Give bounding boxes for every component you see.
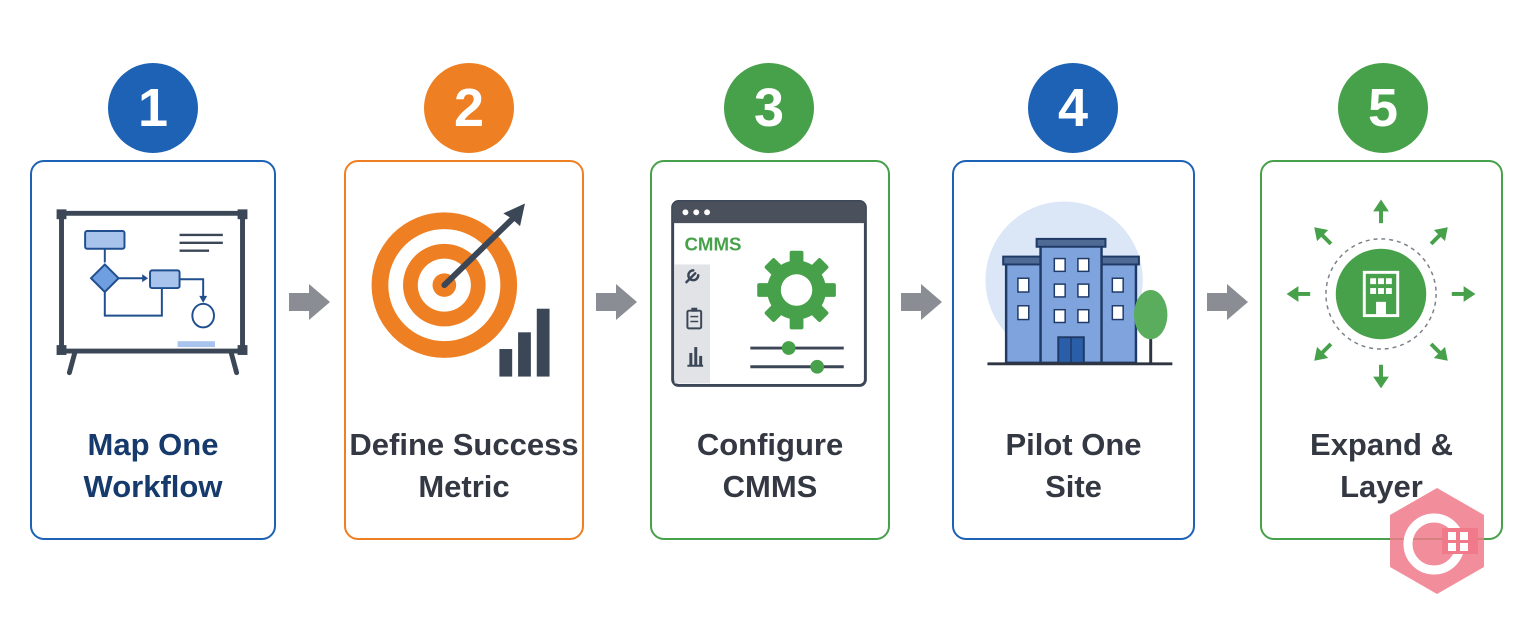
whiteboard-flowchart-icon	[56, 209, 248, 376]
flow-arrow-4	[1205, 280, 1251, 324]
cmms-title: CMMS	[684, 234, 741, 255]
target-arrow-icon	[371, 203, 550, 377]
step-2-number-badge: 2	[424, 63, 514, 153]
building-icon	[985, 201, 1173, 366]
watermark-logo	[1390, 488, 1484, 594]
step-4-number-badge: 4	[1028, 63, 1118, 153]
step-5-number-badge: 5	[1338, 63, 1428, 153]
step-5-card: Expand &Layer	[1260, 160, 1503, 540]
step-1-number-badge: 1	[108, 63, 198, 153]
flow-arrow-3	[899, 280, 945, 324]
flow-arrow-2	[594, 280, 640, 324]
step-5-label: Expand &Layer	[1310, 427, 1453, 504]
flow-arrow-1	[287, 280, 333, 324]
step-3-number-badge: 3	[724, 63, 814, 153]
expand-arrows-icon	[1286, 199, 1476, 389]
cmms-window-icon: CMMS	[671, 200, 867, 387]
